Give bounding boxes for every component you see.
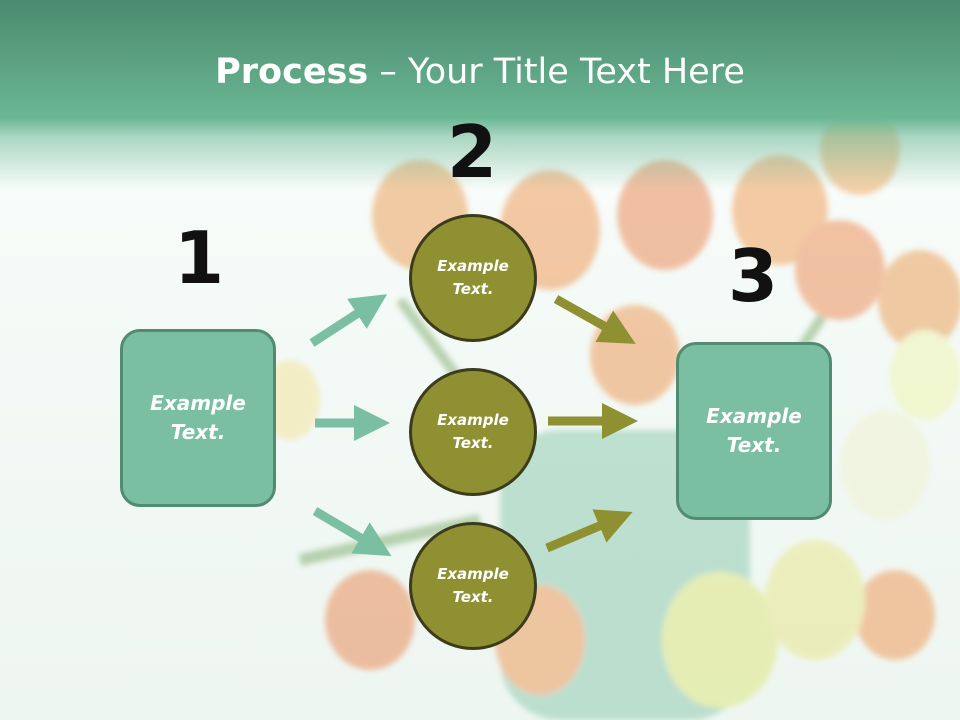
arrow-1-to-top	[309, 294, 388, 347]
title-bold: Process	[215, 52, 369, 92]
header-band	[0, 0, 960, 190]
top-circle: Example Text.	[409, 214, 537, 342]
slide-title: Process – Your Title Text Here	[0, 52, 960, 92]
step-number-1: 1	[173, 216, 225, 300]
arrow-top-to-3	[553, 295, 636, 344]
left-step-box: Example Text.	[120, 329, 276, 507]
bottom-circle-label: Example Text.	[437, 564, 509, 606]
arrow-1-to-bottom	[312, 507, 392, 557]
right-step-box: Example Text.	[676, 342, 832, 520]
bottom-circle: Example Text.	[409, 522, 537, 650]
right-step-label: Example Text.	[706, 404, 802, 457]
middle-circle-label: Example Text.	[437, 410, 509, 452]
title-rest: – Your Title Text Here	[368, 52, 745, 92]
top-circle-label: Example Text.	[437, 256, 509, 298]
step-number-2: 2	[446, 110, 498, 194]
middle-circle: Example Text.	[409, 368, 537, 496]
arrow-bottom-to-3	[545, 509, 633, 553]
step-number-3: 3	[727, 234, 779, 318]
left-step-label: Example Text.	[150, 391, 246, 444]
